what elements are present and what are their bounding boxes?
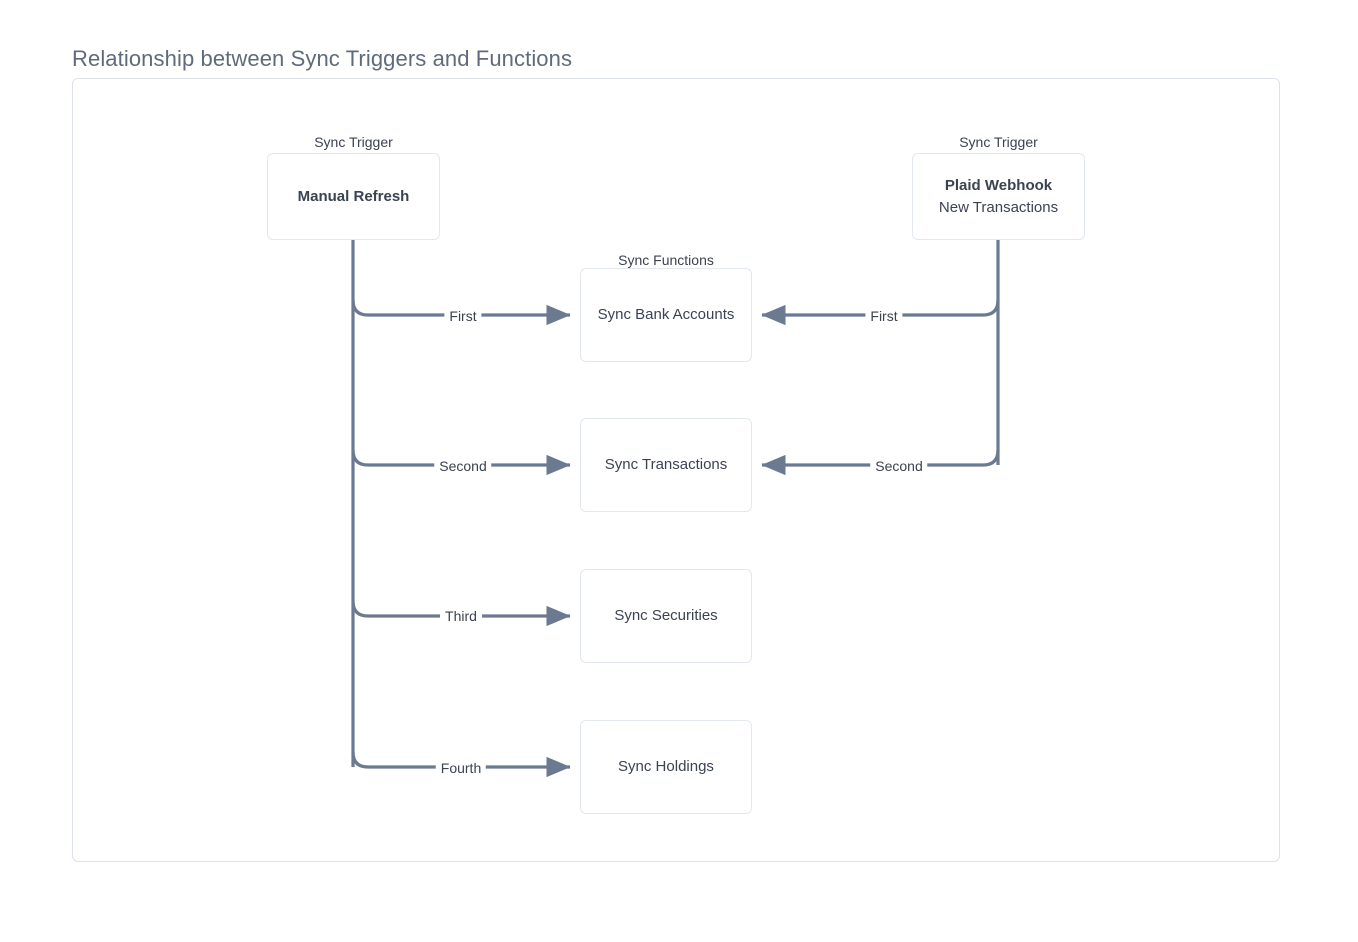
edge-label-manual-first: First	[444, 308, 482, 324]
page-title: Relationship between Sync Triggers and F…	[72, 46, 573, 71]
node-sync-holdings[interactable]: Sync Holdings	[580, 720, 752, 814]
edge-label-manual-third: Third	[440, 608, 482, 624]
group-label-sync-functions: Sync Functions	[618, 252, 714, 268]
node-plaid-webhook-subtitle: New Transactions	[938, 198, 1059, 216]
edge-label-webhook-second: Second	[870, 458, 928, 474]
node-sync-transactions-title: Sync Transactions	[604, 456, 728, 474]
edge-label-manual-fourth: Fourth	[435, 760, 487, 776]
node-sync-transactions[interactable]: Sync Transactions	[580, 418, 752, 512]
node-plaid-webhook-title: Plaid Webhook	[944, 176, 1053, 194]
group-label-sync-trigger-left: Sync Trigger	[314, 134, 393, 150]
node-manual-refresh-title: Manual Refresh	[297, 187, 410, 205]
node-sync-holdings-title: Sync Holdings	[618, 758, 714, 776]
node-manual-refresh[interactable]: Manual Refresh	[267, 153, 440, 240]
node-plaid-webhook[interactable]: Plaid Webhook New Transactions	[912, 153, 1085, 240]
node-sync-securities[interactable]: Sync Securities	[580, 569, 752, 663]
node-sync-bank-accounts-title: Sync Bank Accounts	[597, 306, 735, 324]
group-label-sync-trigger-right: Sync Trigger	[959, 134, 1038, 150]
node-sync-securities-title: Sync Securities	[614, 607, 718, 625]
edge-label-manual-second: Second	[434, 458, 492, 474]
node-sync-bank-accounts[interactable]: Sync Bank Accounts	[580, 268, 752, 362]
edge-label-webhook-first: First	[865, 308, 903, 324]
